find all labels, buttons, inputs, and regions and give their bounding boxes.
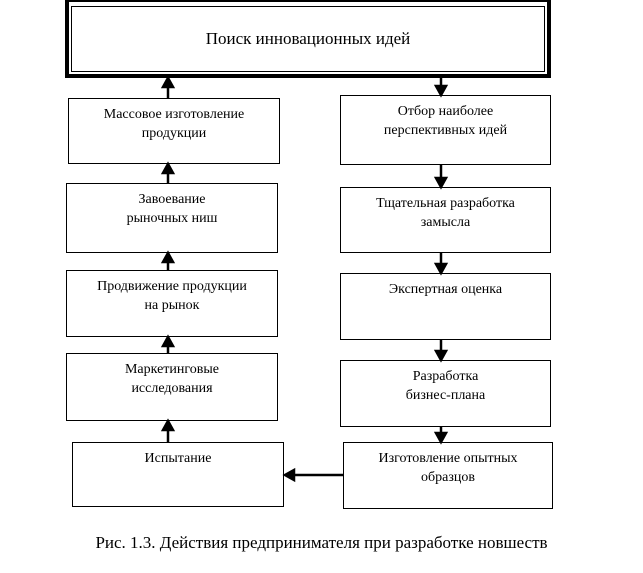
arrow-head: [160, 418, 176, 432]
mass-production-box: Массовое изготовление продукции: [68, 98, 280, 164]
arrow-head: [160, 161, 176, 175]
concept-development-box: Тщательная разработка замысла: [340, 187, 551, 253]
promotion-box: Продвижение продукции на рынок: [66, 270, 278, 337]
arrow-head: [160, 250, 176, 264]
box-label: Продвижение продукции: [97, 279, 247, 294]
market-niche-box: Завоевание рыночных ниш: [66, 183, 278, 253]
box-label: Маркетинговые: [124, 362, 220, 377]
arrow-head: [433, 262, 449, 276]
arrow-head: [433, 349, 449, 363]
box-label: Испытание: [144, 451, 212, 466]
arrow-head: [433, 431, 449, 445]
box-label: на рынок: [144, 298, 200, 313]
box-label: бизнес-плана: [405, 388, 486, 403]
box-label: Поиск инновационных идей: [205, 29, 411, 48]
box-label: Тщательная разработка: [376, 196, 515, 211]
arrow-head: [160, 334, 176, 348]
box-label: исследования: [131, 381, 213, 396]
arrow-head: [433, 176, 449, 190]
testing-box: Испытание: [72, 442, 284, 507]
box-label: Отбор наиболее: [397, 104, 494, 119]
box-label: Массовое изготовление: [103, 107, 245, 122]
box-label: перспективных идей: [383, 123, 508, 138]
idea-search-box: Поиск инновационных идей: [65, 0, 551, 78]
box-label: Экспертная оценка: [388, 282, 503, 297]
box-label: замысла: [420, 215, 471, 230]
box-label: продукции: [141, 126, 207, 141]
box-label: Завоевание: [138, 192, 206, 207]
arrow-head: [282, 467, 296, 483]
idea-selection-box: Отбор наиболее перспективных идей: [340, 95, 551, 165]
prototype-box: Изготовление опытных образцов: [343, 442, 553, 509]
expert-evaluation-box: Экспертная оценка: [340, 273, 551, 340]
box-label: рыночных ниш: [126, 211, 218, 226]
business-plan-box: Разработка бизнес-плана: [340, 360, 551, 427]
box-label: Разработка: [412, 369, 479, 384]
figure-caption: Рис. 1.3. Действия предпринимателя при р…: [95, 533, 548, 552]
arrow-head: [433, 84, 449, 98]
box-label: образцов: [421, 470, 475, 485]
arrow-head: [160, 75, 176, 89]
marketing-research-box: Маркетинговые исследования: [66, 353, 278, 421]
box-label: Изготовление опытных: [378, 451, 518, 466]
